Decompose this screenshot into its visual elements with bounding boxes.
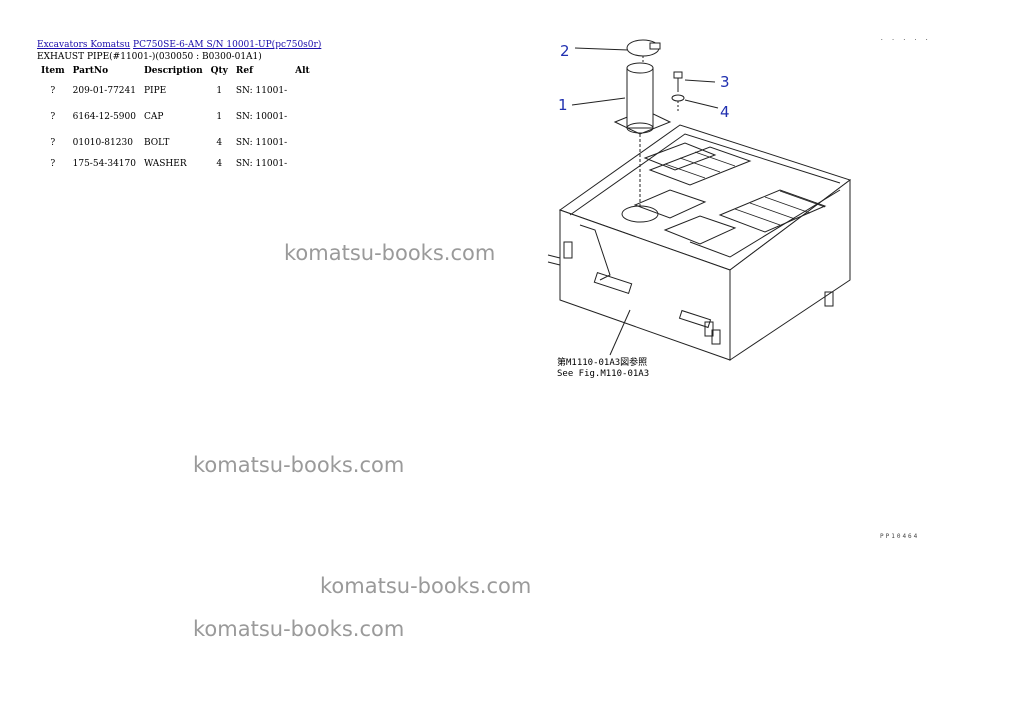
cell-partno: 209-01-77241 <box>72 86 136 96</box>
callout-3: 3 <box>720 73 730 91</box>
cell-description: PIPE <box>143 86 167 96</box>
page-subtitle: EXHAUST PIPE(#11001-)(030050 : B0300-01A… <box>37 52 262 62</box>
cell-description: WASHER <box>143 159 187 169</box>
table-row: ? 209-01-77241 PIPE 1 SN: 11001- <box>37 86 314 112</box>
table-row: ? 175-54-34170 WASHER 4 SN: 11001- <box>37 159 314 177</box>
exhaust-pipe-drawing <box>613 62 672 206</box>
cell-qty: 4 <box>216 138 223 148</box>
watermark: komatsu-books.com <box>193 617 405 641</box>
table-row: ? 01010-81230 BOLT 4 SN: 11001- <box>37 138 314 159</box>
cell-partno: 175-54-34170 <box>72 159 136 169</box>
col-header-qty: Qty <box>210 66 228 76</box>
cell-qty: 4 <box>216 159 223 169</box>
cell-partno: 01010-81230 <box>72 138 133 148</box>
drawing-id: PP10464 <box>880 533 920 540</box>
note-line-japanese: 第M1110-01A3図参照 <box>557 358 648 368</box>
cell-ref: SN: 10001- <box>235 112 288 122</box>
bolt-drawing <box>673 71 683 92</box>
cell-qty: 1 <box>216 112 223 122</box>
col-header-description: Description <box>143 66 203 76</box>
watermark: komatsu-books.com <box>284 241 496 265</box>
table-row: ? 6164-12-5900 CAP 1 SN: 10001- <box>37 112 314 138</box>
cell-ref: SN: 11001- <box>235 138 288 148</box>
col-header-item: Item <box>41 66 65 76</box>
breadcrumb-link-excavators[interactable]: Excavators Komatsu <box>37 40 131 50</box>
cell-qty: 1 <box>216 86 223 96</box>
col-header-ref: Ref <box>235 66 253 76</box>
table-header-row: Item PartNo Description Qty Ref Alt <box>37 66 314 86</box>
cell-description: CAP <box>143 112 164 122</box>
note-line-english: See Fig.M110-01A3 <box>557 369 650 379</box>
cell-item: ? <box>50 138 56 148</box>
cell-alt <box>291 86 314 112</box>
cell-ref: SN: 11001- <box>235 159 288 169</box>
cell-alt <box>291 112 314 138</box>
cell-alt <box>291 138 314 159</box>
cell-ref: SN: 11001- <box>235 86 288 96</box>
callout-2: 2 <box>560 42 570 60</box>
figure-reference-note: 第M1110-01A3図参照 See Fig.M110-01A3 <box>557 358 649 380</box>
cell-description: BOLT <box>143 138 170 148</box>
breadcrumb-link-model[interactable]: PC750SE-6-AM S/N 10001-UP(pc750s0r) <box>133 40 322 50</box>
drawing-top-mark: . . . . . <box>880 35 931 42</box>
cell-alt <box>291 159 314 177</box>
col-header-partno: PartNo <box>72 66 109 76</box>
callout-1: 1 <box>558 96 568 114</box>
cell-item: ? <box>50 112 56 122</box>
cell-item: ? <box>50 86 56 96</box>
machine-body-drawing <box>547 124 852 361</box>
cell-item: ? <box>50 159 56 169</box>
cap-drawing <box>626 39 661 63</box>
watermark: komatsu-books.com <box>320 574 532 598</box>
breadcrumb: Excavators Komatsu PC750SE-6-AM S/N 1000… <box>37 40 321 50</box>
watermark: komatsu-books.com <box>193 453 405 477</box>
exploded-parts-diagram: 1 2 3 4 <box>547 39 852 361</box>
parts-table: Item PartNo Description Qty Ref Alt ? 20… <box>37 66 314 177</box>
col-header-alt: Alt <box>295 66 310 76</box>
callout-4: 4 <box>720 103 730 121</box>
washer-drawing <box>671 94 685 112</box>
cell-partno: 6164-12-5900 <box>72 112 136 122</box>
